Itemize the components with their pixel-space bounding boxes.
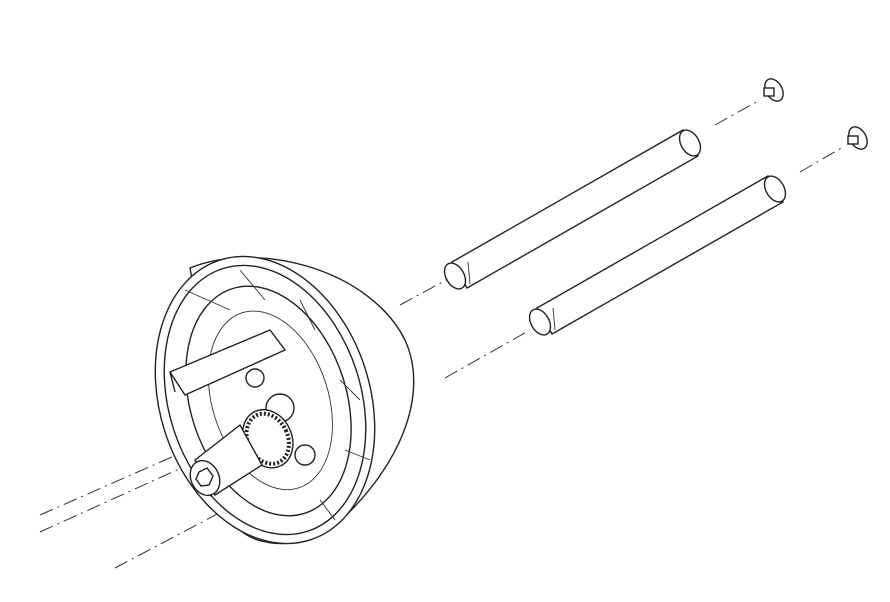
pin bbox=[528, 175, 787, 336]
screw bbox=[763, 78, 784, 102]
wheel-hub-assembly bbox=[154, 255, 415, 545]
pin bbox=[443, 129, 702, 290]
screw bbox=[847, 126, 868, 150]
